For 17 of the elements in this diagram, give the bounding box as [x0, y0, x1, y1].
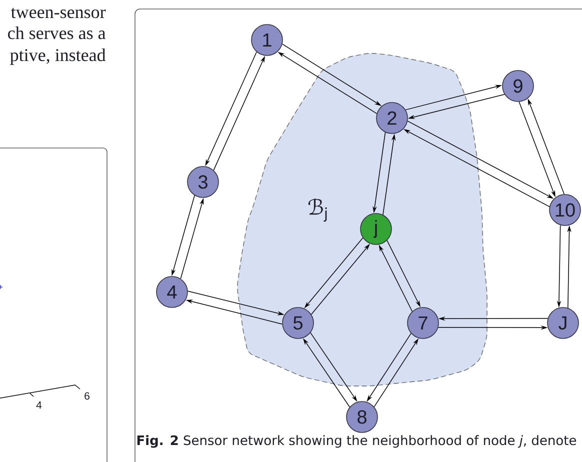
- sensor-node: 1: [251, 24, 283, 56]
- sensor-node: 7: [407, 307, 439, 339]
- sensor-node: 2: [376, 102, 408, 134]
- tick-label: 4: [36, 401, 42, 409]
- body-text: ptive, instead: [10, 48, 106, 65]
- sensor-node: J: [547, 307, 579, 339]
- sensor-node: 5: [282, 307, 314, 339]
- sensor-node: 8: [346, 401, 378, 433]
- body-text: ch serves as a: [8, 26, 106, 40]
- body-text: tween-sensor: [11, 8, 106, 18]
- sensor-node: 10: [549, 194, 581, 226]
- sensor-node: 3: [187, 166, 219, 198]
- sensor-node: 9: [502, 70, 534, 102]
- figure-caption: Fig. 2 Sensor network showing the neighborhood of node j, denote: [137, 435, 576, 448]
- sensor-node: 4: [156, 276, 188, 308]
- sensor-node: j: [360, 213, 392, 245]
- tick-label: 6: [84, 392, 90, 400]
